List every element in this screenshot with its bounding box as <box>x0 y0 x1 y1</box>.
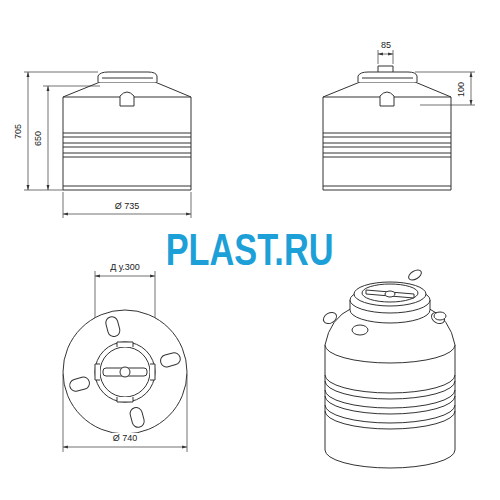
watermark: PLAST.RU <box>165 228 334 272</box>
label-text: Д у.300 <box>109 262 141 272</box>
dimension-height: 650 <box>35 129 44 146</box>
label-text: 100 <box>457 80 467 97</box>
label-text: Ø 735 <box>114 201 141 211</box>
dimension-diameter: Ø 740 <box>112 434 139 443</box>
label-text: Ø 740 <box>112 433 139 443</box>
label-text: 85 <box>380 40 392 50</box>
top-view <box>55 302 195 442</box>
dimension-diameter: Ø 735 <box>114 202 141 211</box>
label-text: 705 <box>14 122 24 139</box>
front-view <box>63 72 191 190</box>
dimension-diameter: Д у.300 <box>109 263 141 272</box>
dimension-height: 705 <box>15 122 24 139</box>
iso-view <box>321 268 455 468</box>
label-text: PLAST.RU <box>165 225 334 274</box>
lid-handle <box>378 66 393 72</box>
side-view <box>323 72 451 190</box>
dimension-width: 85 <box>380 41 392 50</box>
dimension-height: 100 <box>458 80 467 97</box>
label-text: 650 <box>34 129 44 146</box>
